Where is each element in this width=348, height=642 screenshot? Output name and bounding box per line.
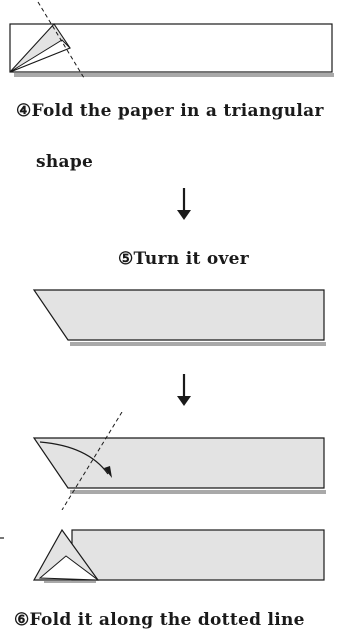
step-4-caption-line-1: ④Fold the paper in a triangular: [16, 101, 324, 121]
step-5-caption: ⑤Turn it over: [118, 249, 250, 269]
figure-folded-result: [0, 516, 348, 600]
figure-fold-along-line: [0, 412, 348, 510]
step-4-caption-line-2: shape: [36, 152, 94, 172]
figure-turned-over: [0, 282, 348, 354]
figure-fold-triangle: [0, 0, 348, 82]
tick-mark: [0, 536, 348, 540]
down-arrow-icon: [0, 186, 348, 222]
step-6-caption: ⑥Fold it along the dotted line: [14, 610, 305, 630]
down-arrow-icon: [0, 372, 348, 408]
